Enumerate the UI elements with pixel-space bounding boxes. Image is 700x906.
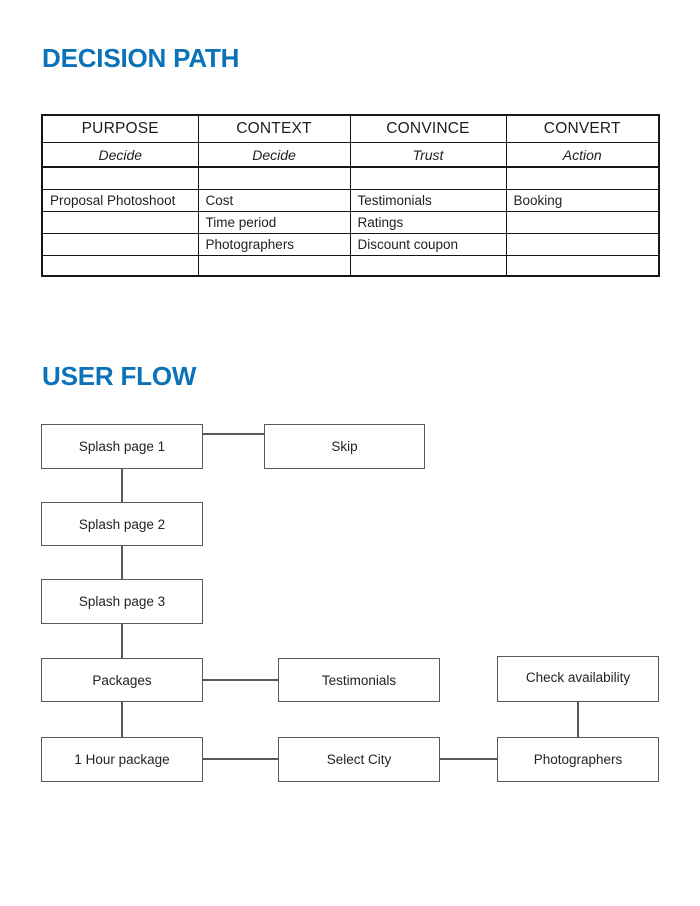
connector-splash3-packages bbox=[121, 624, 123, 658]
table-subheader-cell: Action bbox=[505, 142, 660, 168]
flow-node-1-hour-package: 1 Hour package bbox=[41, 737, 203, 782]
flow-node-check-availability: Check availability bbox=[497, 656, 659, 702]
table-cell: Time period bbox=[197, 211, 351, 234]
flow-node-skip: Skip bbox=[264, 424, 425, 469]
flow-node-splash-page-2: Splash page 2 bbox=[41, 502, 203, 546]
flow-node-testimonials: Testimonials bbox=[278, 658, 440, 702]
table-row: Photographers Discount coupon bbox=[41, 233, 660, 256]
table-empty-cell bbox=[197, 166, 351, 190]
flow-node-label: Packages bbox=[92, 672, 152, 688]
flow-node-select-city: Select City bbox=[278, 737, 440, 782]
connector-packages-testimonials bbox=[203, 679, 278, 681]
table-empty-cell bbox=[505, 255, 660, 277]
table-subheader-cell: Decide bbox=[197, 142, 351, 168]
flow-node-splash-page-1: Splash page 1 bbox=[41, 424, 203, 469]
flow-node-label: Photographers bbox=[533, 752, 623, 767]
flow-node-splash-page-3: Splash page 3 bbox=[41, 579, 203, 624]
flow-node-label: Check availability bbox=[525, 670, 631, 685]
flow-node-label: Testimonials bbox=[321, 672, 397, 688]
table-header-cell: CONVINCE bbox=[349, 114, 507, 143]
table-cell: Proposal Photoshoot bbox=[41, 189, 199, 212]
table-cell bbox=[41, 211, 199, 234]
table-subheader-cell: Trust bbox=[349, 142, 507, 168]
flow-node-photographers: Photographers bbox=[497, 737, 659, 782]
table-cell: Discount coupon bbox=[349, 233, 507, 256]
connector-splash2-splash3 bbox=[121, 546, 123, 579]
decision-path-table: PURPOSE CONTEXT CONVINCE CONVERT Decide … bbox=[41, 114, 660, 277]
table-cell bbox=[41, 233, 199, 256]
table-spacer-row bbox=[41, 255, 660, 277]
table-subheader-row: Decide Decide Trust Action bbox=[41, 142, 660, 168]
table-cell: Testimonials bbox=[349, 189, 507, 212]
connector-splash1-splash2 bbox=[121, 469, 123, 502]
connector-checkavail-photographers bbox=[577, 702, 579, 737]
connector-packages-1hour bbox=[121, 702, 123, 737]
table-cell bbox=[505, 211, 660, 234]
table-empty-cell bbox=[349, 166, 507, 190]
table-empty-cell bbox=[41, 166, 199, 190]
table-empty-cell bbox=[349, 255, 507, 277]
connector-selectcity-photographers bbox=[440, 758, 497, 760]
flow-node-label: 1 Hour package bbox=[74, 752, 170, 767]
table-cell: Booking bbox=[505, 189, 660, 212]
table-row: Time period Ratings bbox=[41, 211, 660, 234]
table-cell: Photographers bbox=[197, 233, 351, 256]
user-flow-title: USER FLOW bbox=[42, 361, 197, 391]
table-header-cell: CONTEXT bbox=[197, 114, 351, 143]
flow-node-label: Select City bbox=[326, 752, 392, 767]
table-cell: Cost bbox=[197, 189, 351, 212]
table-subheader-cell: Decide bbox=[41, 142, 199, 168]
flow-node-label: Skip bbox=[331, 439, 358, 454]
table-empty-cell bbox=[505, 166, 660, 190]
table-header-cell: PURPOSE bbox=[41, 114, 199, 143]
decision-path-title: DECISION PATH bbox=[42, 43, 240, 73]
flow-node-label: Splash page 3 bbox=[78, 594, 166, 609]
table-empty-cell bbox=[41, 255, 199, 277]
connector-1hour-selectcity bbox=[203, 758, 278, 760]
table-header-row: PURPOSE CONTEXT CONVINCE CONVERT bbox=[41, 114, 660, 143]
table-header-cell: CONVERT bbox=[505, 114, 660, 143]
flow-node-label: Splash page 1 bbox=[78, 439, 166, 454]
table-row: Proposal Photoshoot Cost Testimonials Bo… bbox=[41, 189, 660, 212]
table-empty-cell bbox=[197, 255, 351, 277]
flow-node-packages: Packages bbox=[41, 658, 203, 702]
flow-node-label: Splash page 2 bbox=[78, 516, 166, 532]
table-cell bbox=[505, 233, 660, 256]
table-cell: Ratings bbox=[349, 211, 507, 234]
table-spacer-row bbox=[41, 166, 660, 190]
connector-splash1-skip bbox=[203, 433, 264, 435]
